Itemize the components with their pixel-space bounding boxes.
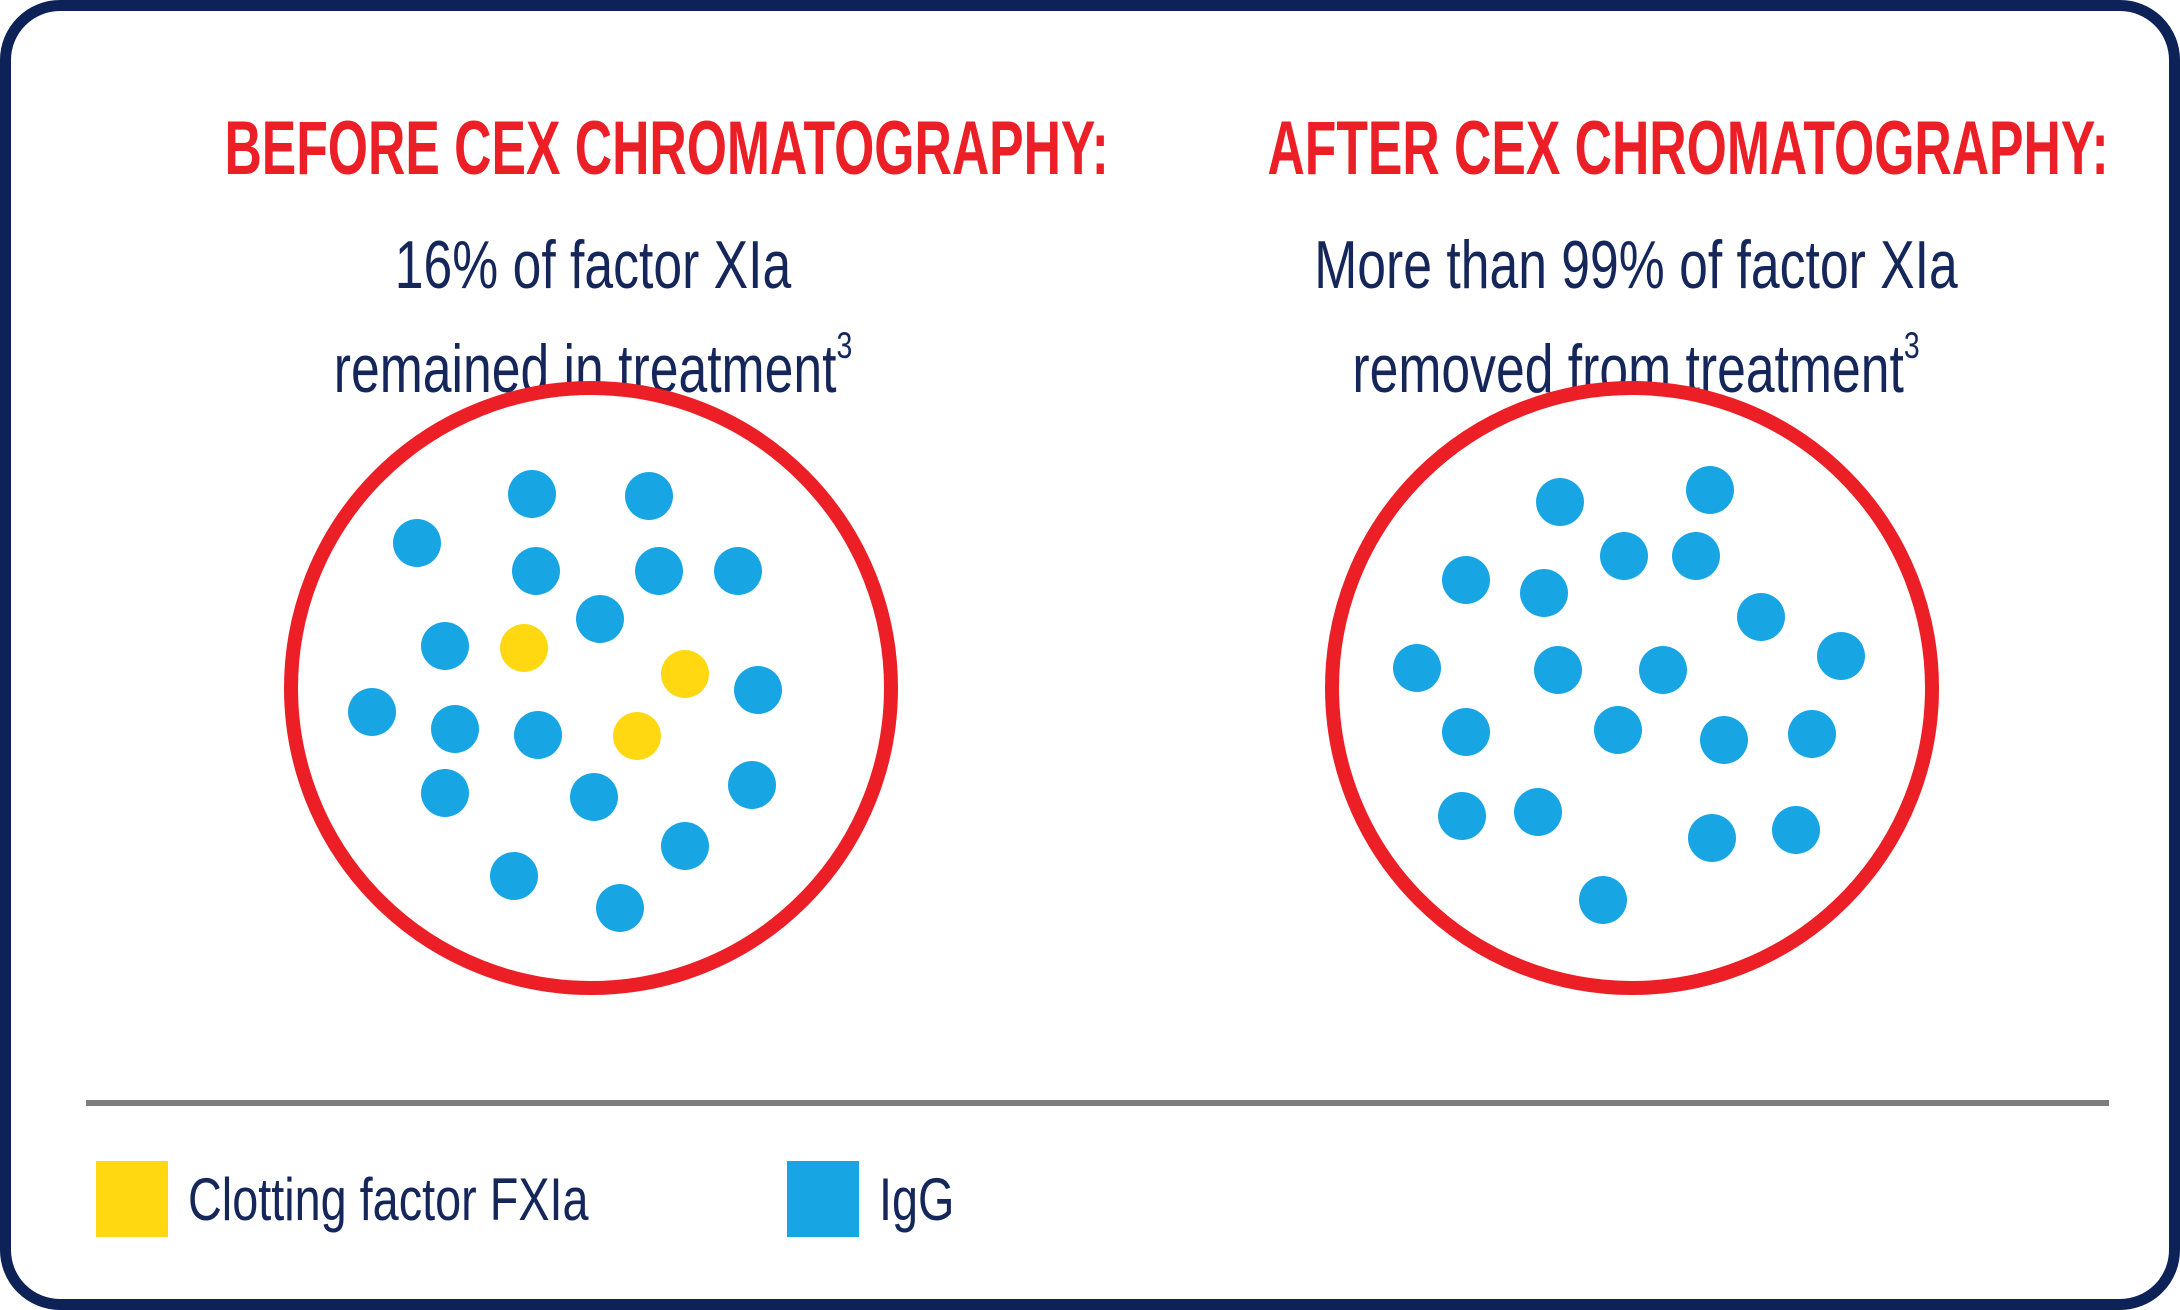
igg-color-swatch [787, 1161, 859, 1237]
sample-circle-before [284, 381, 898, 995]
igg-dot [1579, 876, 1627, 924]
fxia-dot [661, 650, 709, 698]
igg-dot [1536, 478, 1584, 526]
igg-dot [1438, 792, 1486, 840]
panel-before-header: BEFORE CEX CHROMATOGRAPHY: 16% of factor… [51, 109, 1135, 421]
legend-label-igg: IgG [879, 1165, 955, 1233]
panel-after-subtitle-line1: More than 99% of factor XIa [1314, 227, 1958, 303]
panel-before-footnote-ref: 3 [836, 324, 853, 366]
sample-circle-after [1325, 381, 1939, 995]
igg-dot [1700, 716, 1748, 764]
sample-ring-before [284, 381, 898, 995]
igg-dot [1639, 646, 1687, 694]
divider-line [86, 1100, 2109, 1106]
igg-dot [1688, 814, 1736, 862]
fxia-color-swatch [96, 1161, 168, 1237]
igg-dot [1520, 569, 1568, 617]
igg-dot [514, 711, 562, 759]
igg-dot [1737, 593, 1785, 641]
igg-dot [508, 470, 556, 518]
igg-dot [421, 769, 469, 817]
igg-dot [421, 622, 469, 670]
legend-item-fxia: Clotting factor FXIa [96, 1161, 702, 1237]
fxia-dot [613, 712, 661, 760]
igg-dot [1442, 556, 1490, 604]
igg-dot [1788, 710, 1836, 758]
legend-item-igg: IgG [787, 1161, 976, 1237]
igg-dot [714, 547, 762, 595]
igg-dot [1594, 706, 1642, 754]
igg-dot [1514, 788, 1562, 836]
igg-dot [596, 884, 644, 932]
igg-dot [635, 547, 683, 595]
panel-after-footnote-ref: 3 [1903, 324, 1920, 366]
panel-before-title: BEFORE CEX CHROMATOGRAPHY: [224, 106, 1109, 191]
igg-dot [661, 822, 709, 870]
igg-dot [348, 688, 396, 736]
igg-dot [1772, 806, 1820, 854]
igg-dot [734, 666, 782, 714]
legend-label-fxia: Clotting factor FXIa [188, 1165, 589, 1233]
panel-after-title: AFTER CEX CHROMATOGRAPHY: [1267, 106, 2109, 191]
igg-dot [393, 519, 441, 567]
fxia-dot [500, 624, 548, 672]
igg-dot [576, 595, 624, 643]
igg-dot [1600, 532, 1648, 580]
panel-after-header: AFTER CEX CHROMATOGRAPHY: More than 99% … [1094, 109, 2178, 421]
igg-dot [1534, 646, 1582, 694]
igg-dot [1817, 632, 1865, 680]
igg-dot [1686, 466, 1734, 514]
igg-dot [1442, 708, 1490, 756]
igg-dot [431, 705, 479, 753]
igg-dot [512, 547, 560, 595]
panel-before-subtitle-line1: 16% of factor XIa [394, 227, 792, 303]
igg-dot [728, 761, 776, 809]
igg-dot [1393, 644, 1441, 692]
igg-dot [570, 773, 618, 821]
igg-dot [490, 852, 538, 900]
igg-dot [625, 472, 673, 520]
igg-dot [1672, 532, 1720, 580]
